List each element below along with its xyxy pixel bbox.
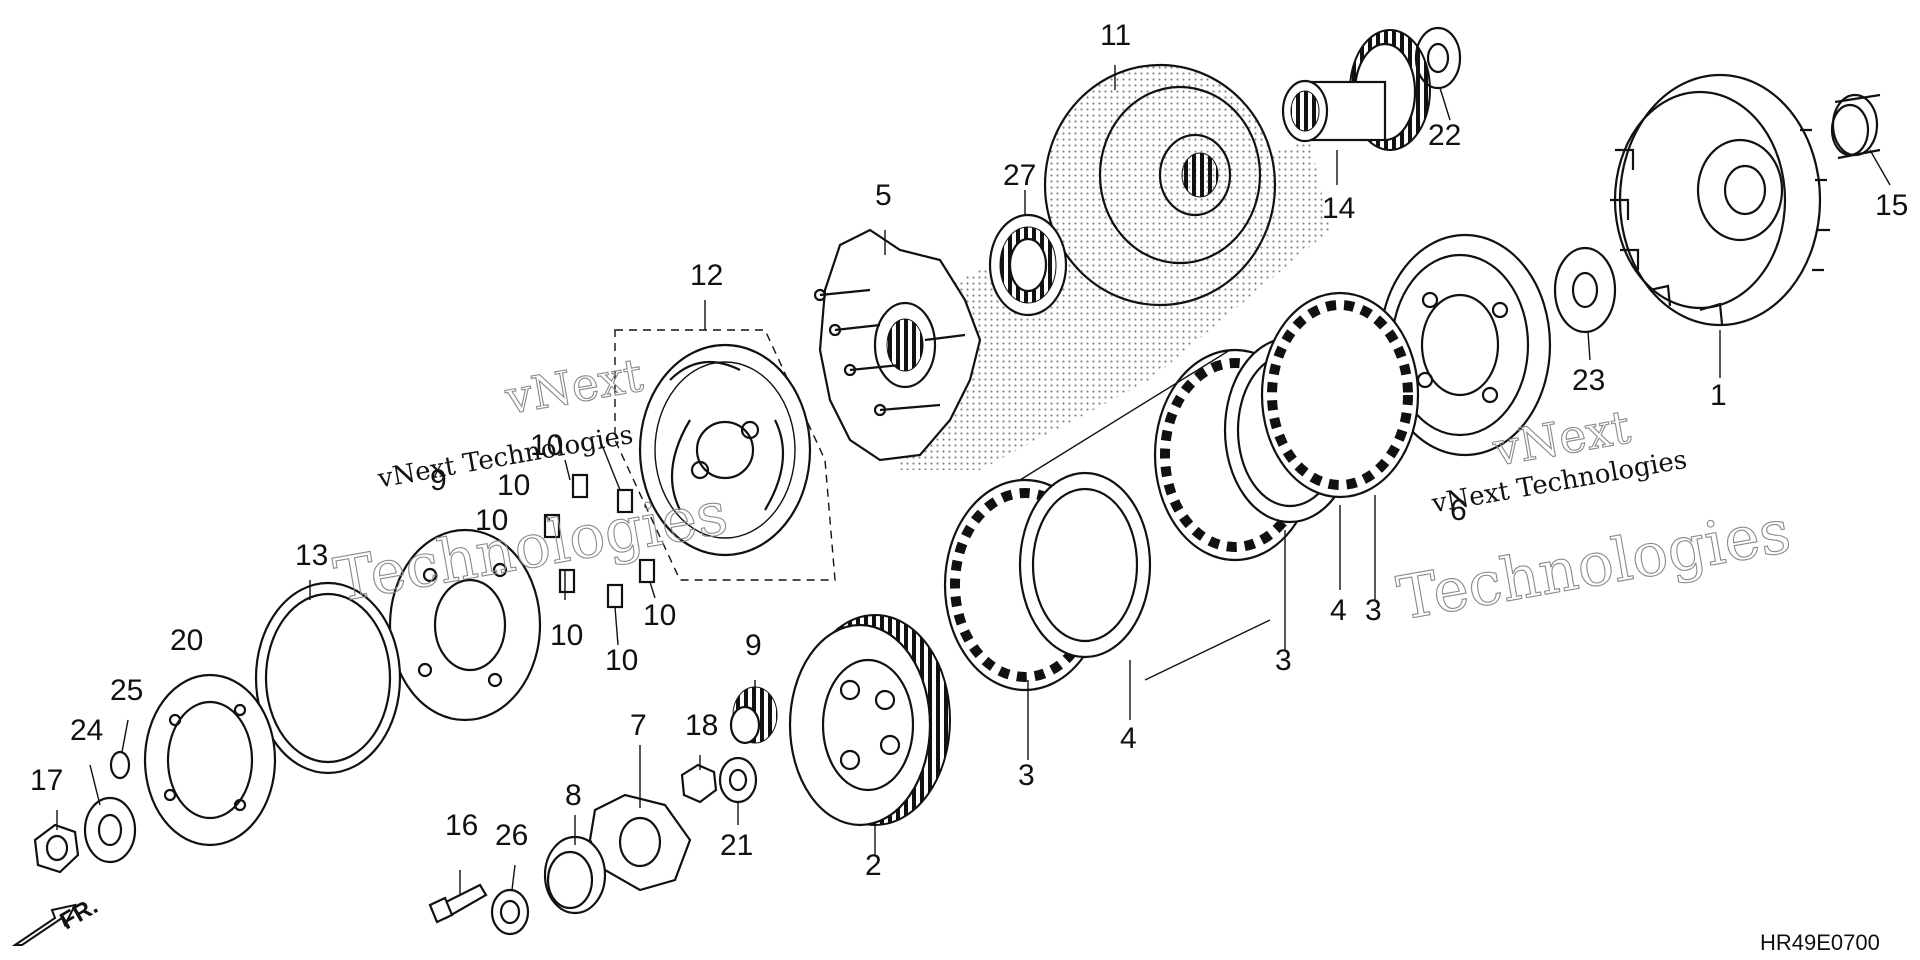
- callout-4: 4: [1330, 594, 1347, 627]
- callout-5: 5: [875, 179, 892, 212]
- callout-10: 10: [643, 599, 676, 632]
- callout-20: 20: [170, 624, 203, 657]
- callout-21: 21: [720, 829, 753, 862]
- callout-17: 17: [30, 764, 63, 797]
- part-12-weight-assembly[interactable]: [614, 329, 836, 581]
- callout-10: 10: [497, 469, 530, 502]
- callout-22: 22: [1428, 119, 1461, 152]
- part-23-washer[interactable]: [1553, 246, 1617, 334]
- part-13-gasket[interactable]: [254, 581, 402, 775]
- callout-11: 11: [1100, 19, 1131, 52]
- callout-3: 3: [1365, 594, 1382, 627]
- part-18-nut[interactable]: [680, 763, 718, 804]
- callout-10: 10: [550, 619, 583, 652]
- callout-26: 26: [495, 819, 528, 852]
- callout-8: 8: [565, 779, 582, 812]
- callout-10: 10: [530, 429, 563, 462]
- callout-3: 3: [1018, 759, 1035, 792]
- part-2-drive-gear[interactable]: [788, 614, 951, 827]
- callout-7: 7: [630, 709, 647, 742]
- part-10-spring-pins[interactable]: [543, 473, 656, 609]
- leader-lines: [56, 65, 1891, 895]
- part-17-nut[interactable]: [33, 823, 80, 874]
- part-16-bolt[interactable]: [428, 883, 488, 924]
- diagram-code: HR49E0700: [1760, 930, 1880, 955]
- callout-2: 2: [865, 849, 882, 882]
- part-20-cover-plate[interactable]: [143, 673, 277, 847]
- part-1-clutch-outer[interactable]: [1610, 73, 1830, 327]
- callout-9: 9: [430, 464, 447, 497]
- callout-6: 6: [1450, 494, 1467, 527]
- part-21-washer[interactable]: [718, 756, 758, 804]
- callout-10: 10: [475, 504, 508, 537]
- part-15-bushing[interactable]: [1830, 93, 1881, 160]
- part-11-clutch-drum[interactable]: [1043, 63, 1277, 307]
- callout-14: 14: [1322, 192, 1355, 225]
- callout-24: 24: [70, 714, 103, 747]
- part-9-plate[interactable]: [388, 528, 542, 722]
- part-24-washer[interactable]: [83, 796, 137, 864]
- part-27-one-way-clutch[interactable]: [988, 213, 1068, 317]
- callout-12: 12: [690, 259, 723, 292]
- part-25-washer[interactable]: [109, 750, 131, 780]
- callout-16: 16: [445, 809, 478, 842]
- callout-10: 10: [605, 644, 638, 677]
- callout-15: 15: [1875, 189, 1908, 222]
- part-14-primary-drive-gear[interactable]: [1281, 29, 1431, 151]
- callout-25: 25: [110, 674, 143, 707]
- callout-13: 13: [295, 539, 328, 572]
- callout-labels: 1 2 3 3 3 4 4 5 6 7 8 9 9 10 10 10 10 10…: [30, 19, 1908, 882]
- callout-27: 27: [1003, 159, 1036, 192]
- svg-text:vNext: vNext: [501, 348, 648, 425]
- callout-4: 4: [1120, 722, 1137, 755]
- callout-3: 3: [1275, 644, 1292, 677]
- part-5-drive-plate[interactable]: [813, 228, 982, 462]
- part-3-friction-disc-c[interactable]: [1260, 291, 1420, 499]
- front-direction-arrow: FR.: [11, 892, 103, 946]
- part-26-bearing[interactable]: [490, 888, 530, 936]
- part-4-plain-plate-a[interactable]: [1018, 471, 1152, 659]
- callout-23: 23: [1572, 364, 1605, 397]
- part-8-bearing[interactable]: [543, 835, 607, 915]
- callout-1: 1: [1710, 379, 1727, 412]
- callout-9: 9: [745, 629, 762, 662]
- callout-18: 18: [685, 709, 718, 742]
- part-9-spring[interactable]: [729, 686, 778, 745]
- front-marker: FR.: [56, 892, 103, 935]
